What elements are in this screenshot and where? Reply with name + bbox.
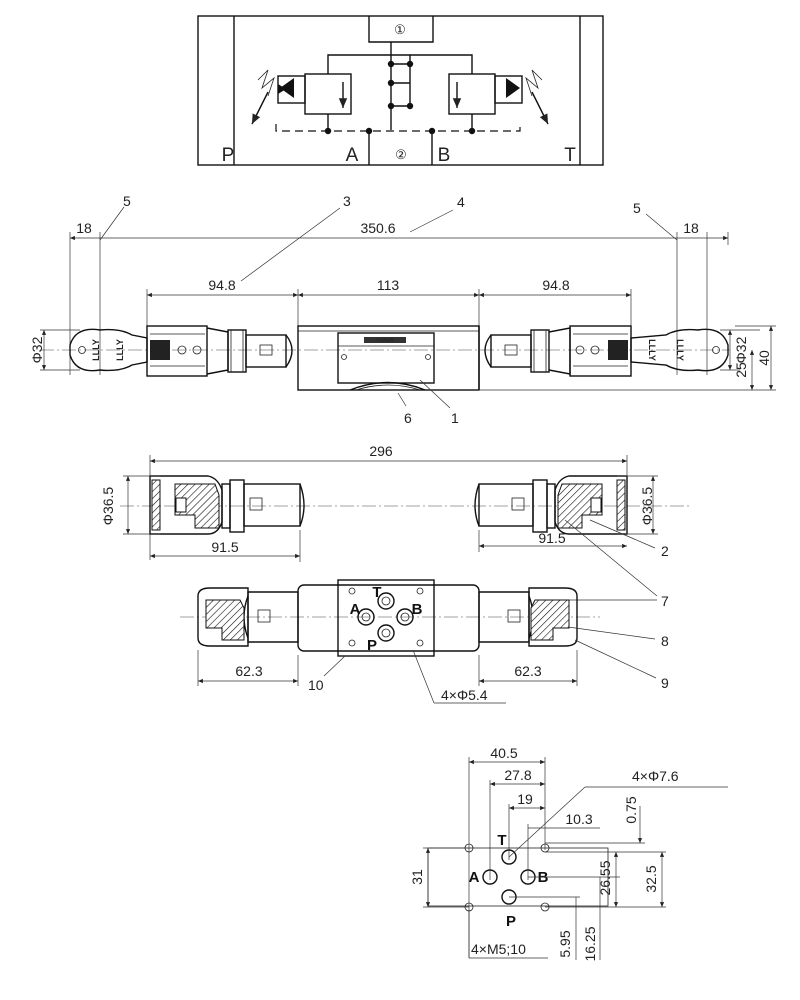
left-knob-text-2: LLLY: [115, 339, 125, 361]
callout-7: 7: [661, 593, 669, 609]
bottom-port-a: A: [350, 601, 361, 618]
port-pattern-view: T A B P 40.5 27.8 19 10.3 4×Φ7.6 0.75 26…: [409, 745, 728, 962]
dim-right-len: 91.5: [538, 530, 565, 546]
pp-port-a: A: [469, 869, 480, 886]
bottom-port-t: T: [372, 584, 381, 601]
callout-1: 1: [451, 410, 459, 426]
dim-bottom-holes: 4×Φ5.4: [441, 687, 488, 703]
top-view: 350.6 18 18 94.8 113 94.8 YUKEN: [29, 193, 776, 426]
callout-4: 4: [457, 194, 465, 210]
valve-body: [297, 325, 480, 391]
bottom-view: T A B P 62.3 62.3 4×Φ5.4 8 9 10: [180, 579, 669, 704]
callout-2: 2: [661, 543, 669, 559]
dim-32-5: 32.5: [643, 865, 659, 892]
hydraulic-schematic: ① P A: [197, 15, 604, 166]
section-view: 296 Φ36.5 91.5 Φ36.5 91.5: [100, 443, 690, 609]
dim-right-end: 18: [683, 220, 699, 236]
dim-body: 113: [377, 277, 400, 293]
callout-6: 6: [404, 410, 412, 426]
port-2-label: ②: [395, 147, 407, 162]
dim-left-len: 91.5: [211, 539, 238, 555]
dim-5-95: 5.95: [557, 930, 573, 957]
bottom-left-coil: [197, 587, 249, 647]
dim-31: 31: [409, 869, 425, 885]
callout-5-left: 5: [123, 193, 131, 209]
port-p-label: P: [222, 145, 235, 166]
dim-0-75: 0.75: [623, 796, 639, 823]
dim-bottom-right: 62.3: [514, 663, 541, 679]
dim-dia-left: Φ32: [29, 336, 45, 363]
dim-holes-7-6: 4×Φ7.6: [632, 768, 679, 784]
dim-left-solenoid: 94.8: [208, 277, 235, 293]
left-knob-text: LLLY: [91, 339, 101, 361]
port-b-label: B: [438, 145, 451, 166]
right-knob-text: LLLY: [647, 339, 657, 361]
port-1-label: ①: [394, 22, 406, 37]
bottom-right-coil: [528, 587, 578, 647]
dim-left-end: 18: [76, 220, 92, 236]
right-knob-text-2: LLLY: [675, 339, 685, 361]
dim-right-dia: Φ36.5: [639, 487, 655, 526]
dim-h25: 25: [733, 362, 749, 378]
dim-left-dia: Φ36.5: [100, 487, 116, 526]
right-manual-knob: [630, 328, 729, 372]
callout-8: 8: [661, 633, 669, 649]
pp-port-b: B: [538, 869, 549, 886]
dim-10-3: 10.3: [565, 811, 592, 827]
dim-overall: 350.6: [360, 220, 395, 236]
callout-3: 3: [343, 193, 351, 209]
dim-16-25: 16.25: [582, 926, 598, 961]
callout-5-right: 5: [633, 200, 641, 216]
dim-19: 19: [517, 791, 533, 807]
dim-right-solenoid: 94.8: [542, 277, 569, 293]
left-manual-knob: [69, 328, 148, 372]
dim-h40: 40: [756, 350, 772, 366]
dim-296: 296: [369, 443, 393, 459]
bottom-port-p: P: [367, 637, 377, 654]
dim-dia-right: Φ32: [733, 336, 749, 363]
callout-9: 9: [661, 675, 669, 691]
pp-port-t: T: [497, 832, 506, 849]
pp-port-p: P: [506, 913, 516, 930]
port-a-label: A: [346, 145, 359, 166]
dim-m5: 4×M5;10: [471, 941, 526, 957]
nameplate: [364, 337, 406, 343]
dim-27-8: 27.8: [504, 767, 531, 783]
dim-40-5: 40.5: [490, 745, 517, 761]
nameplate-text: YUKEN: [376, 338, 394, 344]
dim-bottom-left: 62.3: [235, 663, 262, 679]
schematic-frame: [197, 15, 604, 166]
callout-10: 10: [308, 677, 324, 693]
port-t-label: T: [564, 145, 576, 166]
dim-26-55: 26.55: [597, 860, 613, 895]
bottom-port-b: B: [412, 601, 423, 618]
